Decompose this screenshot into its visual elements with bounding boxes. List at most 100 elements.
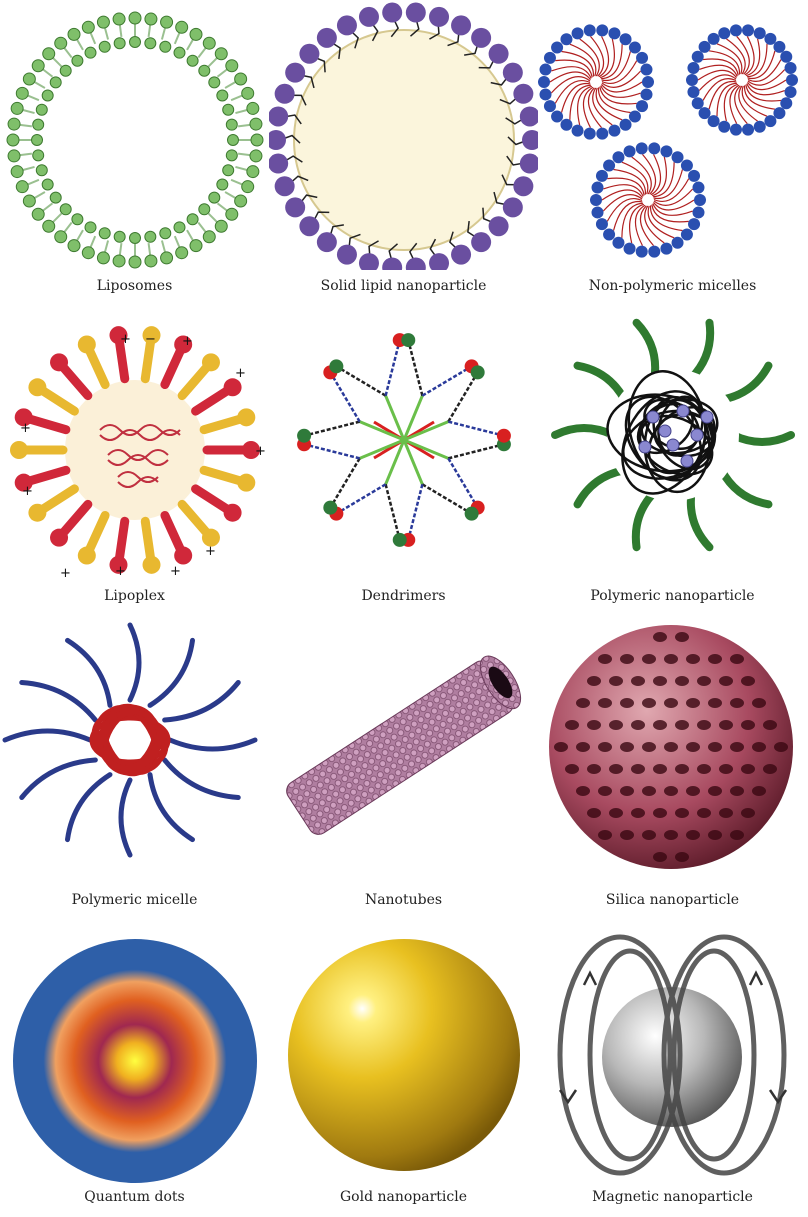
silica-pore [675,808,689,818]
lipid-tail [77,40,83,50]
silica-pore [609,808,623,818]
lipid-head [217,179,228,190]
lipid-head [429,253,449,270]
silica-pore [675,852,689,862]
charge-plus: + [182,334,193,349]
lipid-head [275,176,295,196]
lipid-head [36,165,47,176]
gold-sphere [288,939,520,1171]
lipid-head [97,16,109,28]
lipid-head [33,150,44,161]
lipid-tail [62,365,88,395]
dendrimer-branch [336,484,385,513]
dendrimer-branch [422,484,471,513]
lipid-head [114,38,125,49]
micelle-head [730,24,742,36]
micelle-head [636,100,648,112]
micelle-head [572,27,584,39]
lipid-head [242,181,254,193]
lipid-head [42,90,53,101]
lipid-tail [175,33,180,44]
silica-pore [697,808,711,818]
lipid-tail [43,69,53,76]
lipid-head [129,12,141,24]
silica-pore [675,720,689,730]
polymer-arm [555,428,613,435]
silica-pore [664,654,678,664]
micelle-head [687,86,699,98]
silica-pore [620,654,634,664]
micelle-head [718,27,730,39]
drug-molecule [701,411,713,423]
lipid-tail [165,515,182,551]
lipoplex-illustration: ++++++++++− [0,305,269,585]
silica-pore [609,676,623,686]
charge-plus: + [205,544,216,559]
silica-pore [675,676,689,686]
silica-pore [609,720,623,730]
silica-pore [719,676,733,686]
silica-pore [686,742,700,752]
lipid-head [223,104,234,115]
silica-pore [741,764,755,774]
lipid-head [114,231,125,242]
cell-non-polymeric-micelles: Non-polymeric micelles [538,0,807,300]
micelle-head [785,62,797,74]
lipid-tail [225,192,235,198]
micelle-head [538,76,550,88]
silica-pore [620,786,634,796]
charge-plus: + [170,564,181,579]
dendrimer-branch [304,422,360,436]
lipid-tail [28,96,39,101]
lipid-tail [149,243,151,255]
micelle-head [773,41,785,53]
lipid-tail [105,28,108,40]
lipid-head [68,240,80,252]
lipid-tail [198,223,205,233]
lipid-head [471,232,491,252]
silica-pore [609,764,623,774]
lipid-head [160,41,171,52]
lipid-head [190,240,202,252]
lipid-head [60,65,71,76]
lipid-head [68,28,80,40]
silica-pore [642,698,656,708]
lipid-head [55,37,67,49]
dendrimer-illustration [269,305,538,585]
lipid-head [317,232,337,252]
lipid-tail [204,470,242,481]
lipid-head [160,228,171,239]
charge-minus: − [145,332,156,347]
lipid-head [382,257,402,270]
silica-pore [763,720,777,730]
lipid-head [97,252,109,264]
polymer-arm [722,470,769,504]
micelle-ribbon [121,780,130,855]
lipid-head [7,134,19,146]
lipid-head [28,504,46,522]
dendrimer-branch [422,366,471,395]
magnetic-illustration [538,925,807,1187]
lipid-tail [162,28,165,40]
lipid-head [32,60,44,72]
silica-pore [653,852,667,862]
lipid-head [299,44,319,64]
micelle-head [612,237,624,249]
silica-pore [719,764,733,774]
lipid-head [285,63,305,83]
lipid-head [203,231,215,243]
silica-pore [642,654,656,664]
silica-pore [576,698,590,708]
lipid-head [174,222,185,233]
micelle-head [620,119,632,131]
lipid-head [113,13,125,25]
lipid-head [503,63,523,83]
drug-molecule [677,405,689,417]
silica-pore [664,830,678,840]
silica-pore [664,786,678,796]
silica-pore [653,676,667,686]
silica-pore [730,698,744,708]
lipid-head [85,222,96,233]
silica-pore [719,808,733,818]
lipid-tail [91,33,96,44]
